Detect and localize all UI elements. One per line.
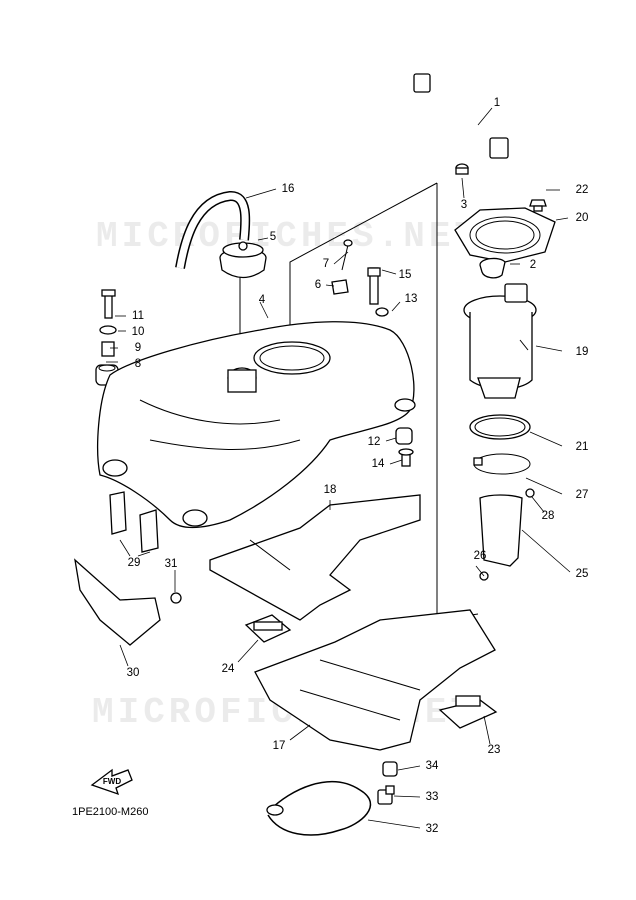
callout-4: 4 [258, 294, 266, 306]
callout-5: 5 [269, 231, 277, 243]
callout-9: 9 [134, 342, 142, 354]
callout-23: 23 [487, 744, 501, 756]
callout-7: 7 [322, 258, 330, 270]
forward-arrow-icon: FWD [90, 768, 133, 796]
bolt-11-part [101, 289, 116, 319]
callout-20: 20 [575, 212, 589, 224]
callout-3: 3 [460, 199, 468, 211]
callout-12: 12 [367, 436, 381, 448]
callout-16: 16 [281, 183, 295, 195]
collar-9-part [101, 341, 115, 357]
bracket-6-part [331, 279, 349, 295]
callout-24: 24 [221, 663, 235, 675]
callout-26: 26 [473, 550, 487, 562]
callout-34: 34 [425, 760, 439, 772]
hose-32-part [266, 781, 372, 836]
callout-29: 29 [127, 557, 141, 569]
clip-part [479, 257, 506, 279]
callout-1: 1 [493, 97, 501, 109]
fuel-tank-part [97, 321, 416, 529]
pad-29-part [109, 491, 159, 553]
callout-17: 17 [272, 740, 286, 752]
bracket-30-part [74, 558, 161, 646]
bolt-14-part [398, 448, 414, 467]
watermark-top: MICROFICHES.NET [96, 216, 481, 257]
washer-10-part [99, 325, 117, 335]
diagram-code: 1PE2100-M260 [72, 806, 149, 818]
tray-17-part [254, 609, 496, 751]
callout-32: 32 [425, 823, 439, 835]
screw-part [529, 199, 547, 212]
callout-31: 31 [164, 558, 178, 570]
callout-18: 18 [323, 484, 337, 496]
callout-30: 30 [126, 667, 140, 679]
damper-12-part [395, 427, 413, 445]
callout-19: 19 [575, 346, 589, 358]
callout-33: 33 [425, 791, 439, 803]
screw-7-part [341, 239, 353, 271]
callout-2: 2 [529, 259, 537, 271]
fuel-pump-part [463, 283, 537, 399]
fuel-hose-part [413, 73, 531, 178]
callout-14: 14 [371, 458, 385, 470]
callout-25: 25 [575, 568, 589, 580]
callout-15: 15 [398, 269, 412, 281]
fuel-cap-part [219, 241, 267, 279]
module-23-part [438, 695, 498, 729]
leader-lines [106, 107, 571, 829]
callout-27: 27 [575, 489, 589, 501]
callout-21: 21 [575, 441, 589, 453]
bolt-28-part [525, 488, 535, 498]
callout-22: 22 [575, 184, 589, 196]
bolt-31-part [170, 592, 182, 604]
pump-plate-part [454, 207, 556, 263]
fwd-label: FWD [103, 777, 121, 786]
grommet-part [455, 163, 469, 175]
callout-6: 6 [314, 279, 322, 291]
callout-8: 8 [134, 358, 142, 370]
washer-13-part [375, 307, 389, 317]
pump-cover-part [479, 494, 523, 567]
callout-28: 28 [541, 510, 555, 522]
fitting-33-part [377, 785, 395, 805]
callout-10: 10 [131, 326, 145, 338]
gasket-part [473, 453, 531, 475]
callout-11: 11 [132, 310, 144, 322]
grommet-34-part [382, 761, 398, 777]
bolt-15-part [367, 267, 381, 305]
callout-13: 13 [404, 293, 418, 305]
ring-part [469, 414, 531, 440]
breather-hose-part [175, 191, 251, 269]
relay-24-part [244, 614, 292, 643]
sheet-18-part [209, 494, 421, 621]
